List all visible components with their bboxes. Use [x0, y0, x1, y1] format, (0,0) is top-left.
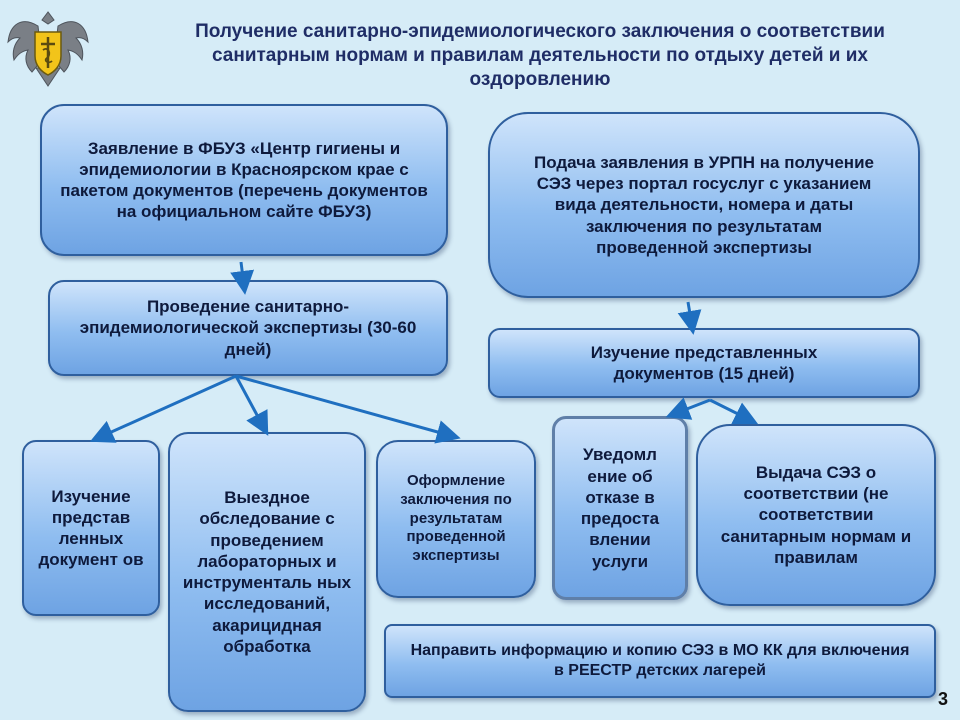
arrow-study-submitted-to-refusal	[665, 397, 711, 420]
registry-box: Направить информацию и копию СЭЗ в МО КК…	[384, 624, 936, 698]
arrow-expertise-to-conclusion	[235, 374, 461, 444]
application-text: Заявление в ФБУЗ «Центр гигиены и эпидем…	[60, 138, 428, 222]
application-box: Заявление в ФБУЗ «Центр гигиены и эпидем…	[40, 104, 448, 256]
field-survey-box: Выездное обследование с проведением лабо…	[168, 432, 366, 712]
portal-application-box: Подача заявления в УРПН на получение СЭЗ…	[488, 112, 920, 298]
expertise-text: Проведение санитарно-эпидемиологической …	[79, 297, 417, 359]
arrow-expertise-to-field-survey	[234, 375, 269, 436]
page-number: 3	[937, 689, 948, 709]
study-submitted-text: Изучение представленных документов (15 д…	[590, 342, 818, 383]
study-docs-box: Изучение представ ленных документ ов	[22, 440, 160, 616]
study-docs-text: Изучение представ ленных документ ов	[38, 486, 144, 570]
conclusion-text: Оформление заключения по результатам про…	[400, 472, 512, 565]
page-title: Получение санитарно-эпидемиологического …	[195, 21, 885, 90]
conclusion-box: Оформление заключения по результатам про…	[376, 440, 536, 598]
arrow-expertise-to-study-docs	[89, 374, 237, 443]
registry-text: Направить информацию и копию СЭЗ в МО КК…	[410, 642, 910, 679]
portal-application-text: Подача заявления в УРПН на получение СЭЗ…	[534, 152, 874, 257]
issue-sez-box: Выдача СЭЗ о соответствии (не соответств…	[696, 424, 936, 606]
arrow-study-submitted-to-issue-sez	[709, 398, 759, 425]
arrow-portal-to-study-submitted	[677, 301, 702, 335]
refusal-text: Уведомл ение об отказе в предоста влении…	[580, 445, 660, 571]
issue-sez-text: Выдача СЭЗ о соответствии (не соответств…	[720, 462, 912, 567]
study-submitted-box: Изучение представленных документов (15 д…	[488, 328, 920, 398]
expertise-box: Проведение санитарно-эпидемиологической …	[48, 280, 448, 376]
eagle-emblem-icon	[7, 11, 89, 87]
refusal-box: Уведомл ение об отказе в предоста влении…	[552, 416, 688, 600]
field-survey-text: Выездное обследование с проведением лабо…	[182, 488, 352, 656]
